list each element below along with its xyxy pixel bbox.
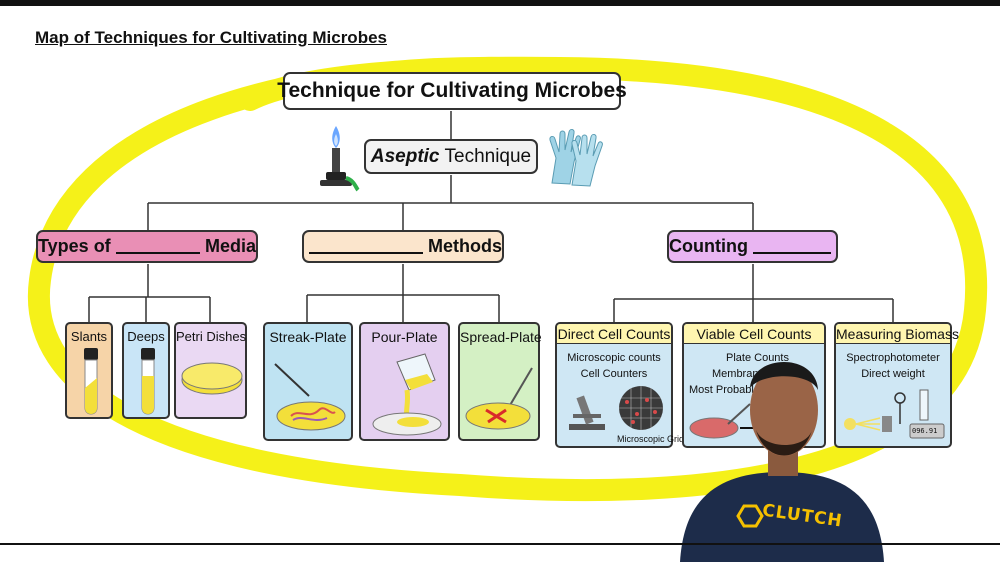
streak-plate-icon: [274, 363, 346, 431]
petri-dishes-label: Petri Dishes: [176, 329, 247, 344]
pour-plate-icon: [372, 353, 442, 436]
direct-line-2: Cell Counters: [580, 368, 648, 380]
methods-suffix: Methods: [428, 236, 502, 256]
spectrophotometer-scale-icon: [844, 389, 945, 439]
viable-line-1: Plate Counts: [726, 352, 789, 364]
bottom-divider: [0, 543, 1000, 545]
media-prefix: Types of: [38, 236, 111, 256]
biomass-line-2: Direct weight: [861, 368, 925, 380]
viable-counts-strip: [684, 324, 824, 344]
spread-plate-label: Spread-Plate: [460, 329, 542, 345]
direct-cell-counts-title: Direct Cell Counts: [557, 326, 671, 342]
counting-prefix: Counting: [669, 236, 748, 256]
slants-label: Slants: [70, 329, 108, 344]
counting-header: Counting: [667, 230, 838, 263]
petri-dish-icon: [181, 362, 243, 395]
streak-plate-box: Streak-Plate: [263, 322, 353, 441]
measuring-biomass-box: Measuring Biomass Spectrophotometer Dire…: [834, 322, 959, 448]
streak-plate-label: Streak-Plate: [269, 329, 347, 345]
direct-cell-counts-box: Direct Cell Counts Microscopic counts Ce…: [555, 322, 684, 448]
bunsen-burner-icon: [320, 126, 360, 192]
media-blank: [115, 240, 200, 254]
deeps-box: Deeps: [122, 322, 170, 419]
presenter-silhouette: [680, 362, 884, 562]
aseptic-emphasis: Aseptic: [370, 145, 440, 167]
page-title: Map of Techniques for Cultivating Microb…: [35, 28, 387, 47]
slants-box: Slants: [65, 322, 113, 419]
spread-plate-icon: [465, 367, 533, 430]
aseptic-rest: Technique: [444, 145, 532, 167]
biomass-strip: [836, 324, 950, 344]
viable-line-2: Membrane: [712, 368, 765, 380]
spread-plate-box: Spread-Plate: [458, 322, 542, 441]
gloves-icon: [549, 129, 603, 187]
viable-line-3: Most Probable: [689, 384, 760, 396]
viable-cell-counts-title: Viable Cell Counts: [696, 326, 812, 342]
slant-tube-icon: [84, 348, 98, 415]
media-suffix: Media: [204, 236, 256, 256]
petri-dishes-box: Petri Dishes: [174, 322, 247, 419]
direct-counts-strip: [557, 324, 671, 344]
deeps-label: Deeps: [127, 329, 165, 344]
aseptic-technique-box: Aseptic Technique: [364, 139, 538, 174]
presenter-video: CLUTCH: [670, 346, 894, 562]
methods-header: Methods: [302, 230, 504, 263]
pour-plate-box: Pour-Plate: [359, 322, 450, 441]
microscopic-grid-caption: Microscopic Grid: [617, 434, 685, 444]
types-of-media-header: Types of Media: [36, 230, 258, 263]
deep-tube-icon: [141, 348, 155, 415]
highlight-loop: [27, 56, 988, 502]
pour-plate-label: Pour-Plate: [371, 329, 438, 345]
scale-display-readout: 096.91: [912, 427, 938, 435]
top-bar: [0, 0, 1000, 6]
counting-blank: [752, 240, 831, 254]
biomass-line-1: Spectrophotometer: [846, 352, 940, 364]
measuring-biomass-title: Measuring Biomass: [836, 326, 959, 342]
microscope-grid-icon: [569, 386, 663, 430]
root-technique-box: Technique for Cultivating Microbes: [277, 72, 627, 110]
direct-line-1: Microscopic counts: [567, 352, 661, 364]
methods-blank: [309, 240, 423, 254]
